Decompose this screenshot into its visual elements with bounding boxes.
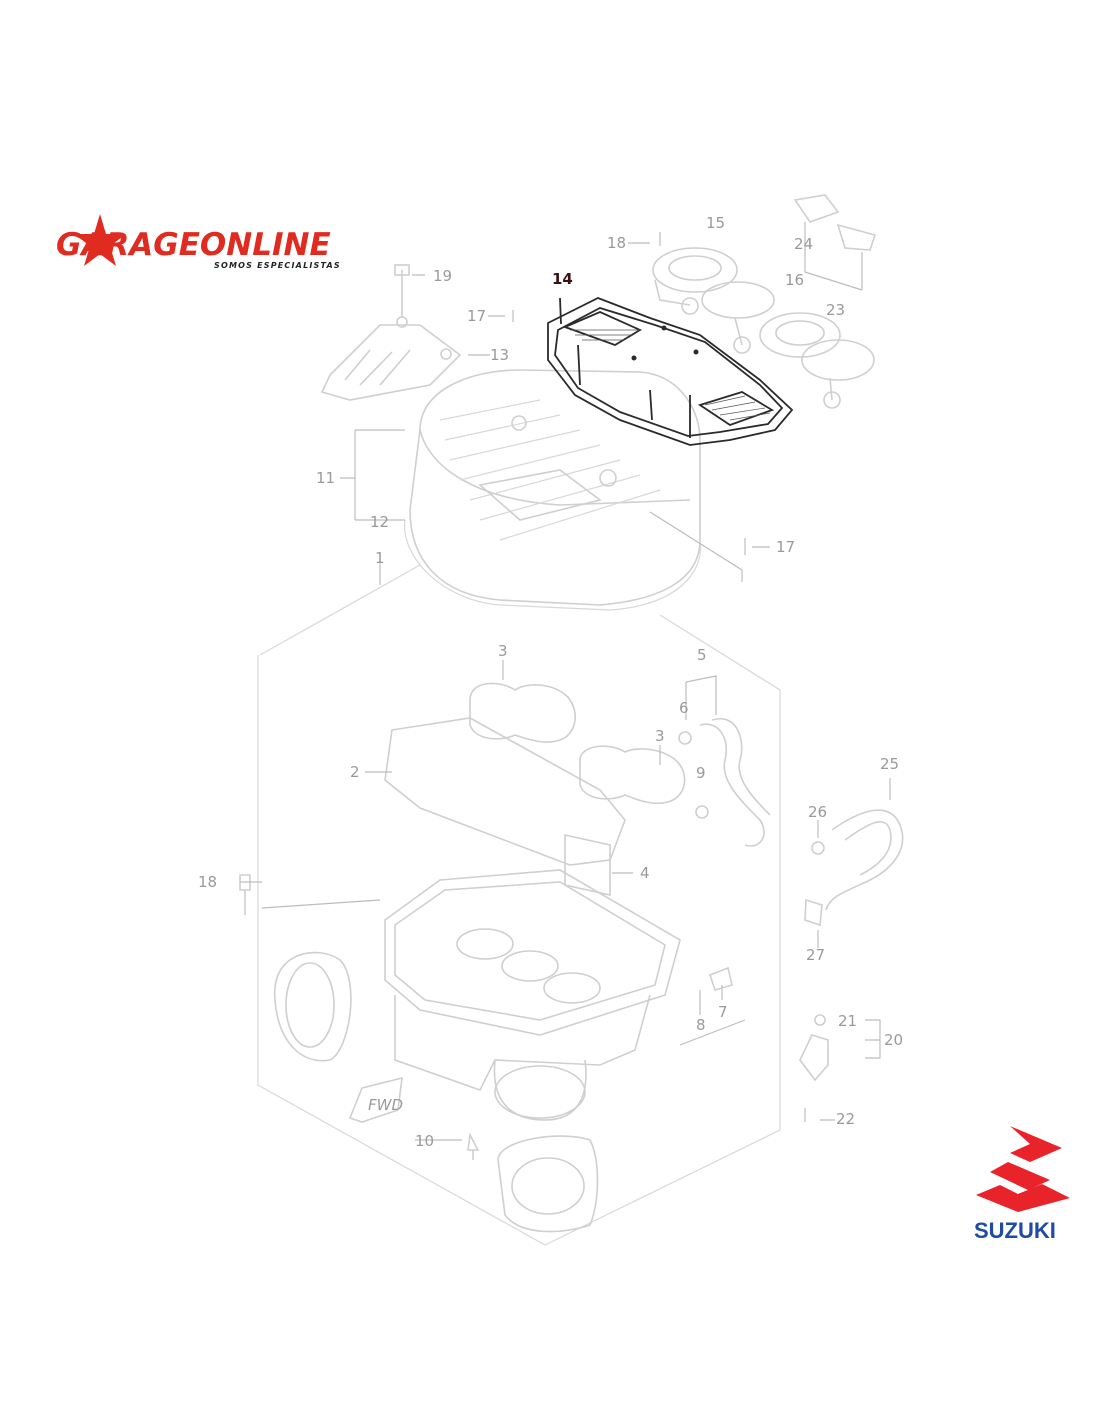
callout-4: 4 [640,864,650,882]
callout-18b: 18 [198,873,217,891]
callout-11: 11 [316,469,335,487]
part-5-hose [678,675,771,847]
part-1-airbox-lower [274,869,681,1233]
callout-2: 2 [350,763,360,781]
garageonline-logo: GARAGEONLINE SOMOS ESPECIALISTAS [56,214,341,270]
small-hardware [239,232,829,1160]
logo-wordmark: GARAGEONLINE [56,227,331,263]
callout-6: 6 [679,699,689,717]
callout-19: 19 [433,267,452,285]
leader-lines [240,242,891,1141]
callout-5: 5 [697,646,707,664]
callout-7: 7 [718,1003,728,1021]
callout-14: 14 [552,270,573,288]
part-4-block [564,834,611,896]
suzuki-s-icon [976,1126,1070,1212]
callout-10: 10 [415,1132,434,1150]
suzuki-logo: SUZUKI [974,1126,1070,1243]
callout-9: 9 [696,764,706,782]
callout-12: 12 [370,513,389,531]
callout-20: 20 [884,1031,903,1049]
star-icon [74,214,126,266]
logo-tagline: SOMOS ESPECIALISTAS [214,261,341,270]
callout-3a: 3 [498,642,508,660]
main-housing-outline [257,564,781,1246]
callout-27: 27 [806,946,825,964]
callout-labels: 1 2 3 3 4 5 6 7 8 9 10 11 12 13 14 15 16… [198,214,903,1150]
part-11-airbox-cover [409,369,701,606]
callout-22: 22 [836,1110,855,1128]
callout-17b: 17 [776,538,795,556]
callout-17a: 17 [467,307,486,325]
callout-21: 21 [838,1012,857,1030]
part-13-bracket [320,264,462,401]
part-23-24-sensors [793,194,877,291]
callout-3b: 3 [655,727,665,745]
part-15-16-intake-funnels [652,247,875,409]
part-25-hose [804,809,904,927]
part-2-gasket [384,717,626,866]
callout-8: 8 [696,1016,706,1034]
part-3-gaskets [469,682,686,805]
part-12-gasket [404,519,702,611]
callout-16: 16 [785,271,804,289]
logo-wordmark-text: GARAGEONLINE [56,227,331,263]
callout-1: 1 [375,549,385,567]
callout-24: 24 [794,235,813,253]
suzuki-wordmark: SUZUKI [974,1218,1056,1243]
callout-18a: 18 [607,234,626,252]
callout-15: 15 [706,214,725,232]
callout-25: 25 [880,755,899,773]
callout-23: 23 [826,301,845,319]
callout-13: 13 [490,346,509,364]
fwd-arrow-icon: FWD [348,1076,403,1123]
callout-26: 26 [808,803,827,821]
fwd-arrow-label: FWD [368,1096,403,1114]
part-14-air-filter-element [547,297,794,446]
